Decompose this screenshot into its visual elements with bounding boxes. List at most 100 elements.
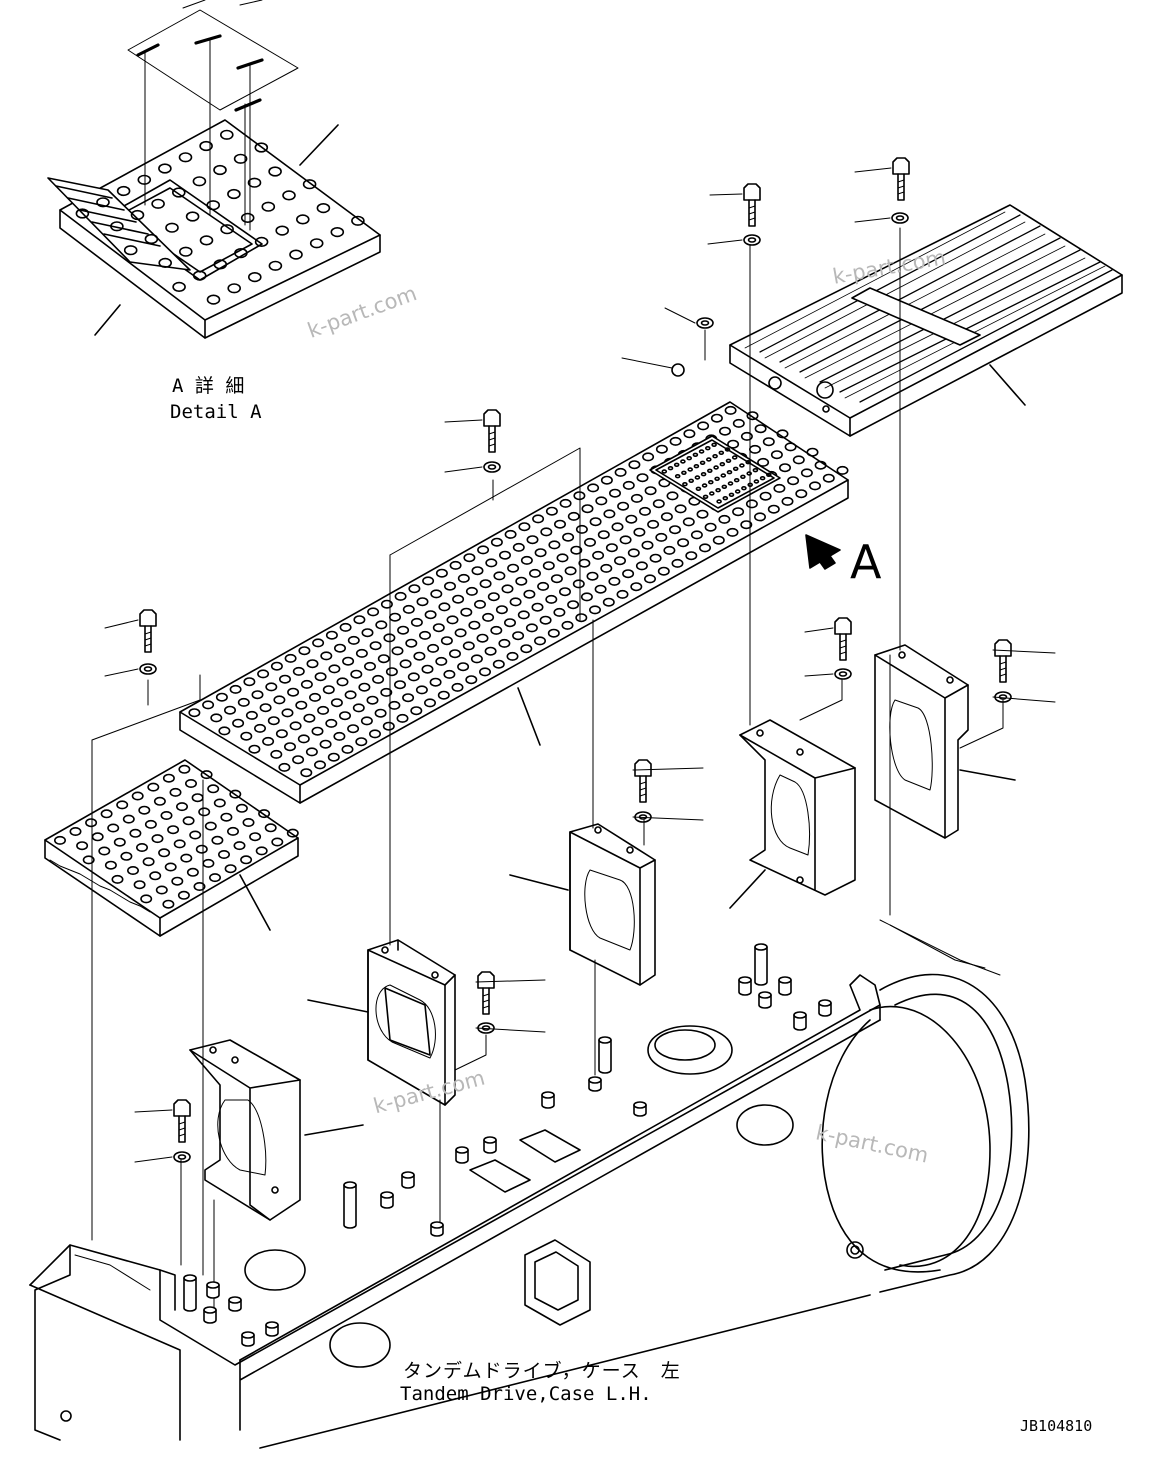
plate-hole <box>209 873 222 883</box>
plate-hole <box>188 708 201 718</box>
plate-hole <box>636 473 649 483</box>
bolt-icon <box>104 609 157 653</box>
plate-hole <box>172 281 186 293</box>
plate-hole <box>144 819 157 829</box>
plate-hole <box>330 698 343 708</box>
plate-hole <box>295 214 310 225</box>
plate-hole <box>232 718 245 728</box>
plate-hole <box>667 466 674 471</box>
plate-hole <box>773 483 786 493</box>
plate-hole <box>151 834 164 844</box>
plate-hole <box>270 661 283 671</box>
plate-hole <box>305 747 318 757</box>
plate-hole <box>734 489 741 494</box>
plate-hole <box>822 473 835 483</box>
plate-hole <box>671 558 684 568</box>
mounting-boss <box>343 1181 357 1229</box>
plate-hole <box>718 426 731 436</box>
plate-hole <box>580 592 593 602</box>
plate-hole <box>732 418 745 428</box>
plate-hole <box>435 656 448 666</box>
plate-hole <box>668 525 681 535</box>
plate-hole <box>213 259 228 270</box>
plate-hole <box>377 654 390 664</box>
plate-hole <box>647 519 660 529</box>
plate-hole <box>421 664 434 674</box>
mounting-boss <box>793 1011 807 1031</box>
plate-hole <box>707 480 714 485</box>
plate-hole <box>643 574 656 584</box>
plate-hole <box>677 538 690 548</box>
plate-hole <box>199 140 213 152</box>
mounting-boss <box>633 1101 647 1117</box>
plate-hole <box>402 693 415 703</box>
detail-plate-holes <box>75 129 365 305</box>
tandem-drive-case <box>29 919 1030 1449</box>
plate-hole <box>213 164 227 176</box>
plate-hole <box>372 674 385 684</box>
plate-hole <box>528 568 541 578</box>
plate-hole <box>347 635 360 645</box>
plate-hole <box>600 475 613 485</box>
plate-hole <box>762 437 775 447</box>
plate-hole <box>583 537 596 547</box>
plate-hole <box>360 716 373 726</box>
plate-hole <box>325 718 338 728</box>
plate-hole <box>806 447 819 457</box>
plate-hole <box>295 700 308 710</box>
plate-hole <box>655 444 668 454</box>
bolt-icon <box>475 971 546 1015</box>
plate-hole <box>567 600 580 610</box>
plate-hole <box>347 724 360 734</box>
plate-hole <box>767 504 780 514</box>
bolt-icon <box>709 183 761 227</box>
plate-hole <box>366 695 379 705</box>
mounting-boss <box>380 1191 394 1209</box>
plate-hole <box>732 466 739 471</box>
plate-hole <box>261 201 276 212</box>
plate-hole <box>316 203 331 214</box>
bracket-leader <box>729 869 766 909</box>
plate-hole <box>123 245 138 256</box>
plate-hole <box>218 849 231 859</box>
plate-hole <box>740 431 753 441</box>
plate-hole <box>229 789 242 799</box>
plate-hole <box>211 835 224 845</box>
plate-hole <box>162 899 175 909</box>
plate-hole <box>622 569 635 579</box>
plate-hole <box>158 257 172 269</box>
main-floor-plate <box>179 401 849 804</box>
plate-hole <box>133 880 146 890</box>
plate-hole <box>716 499 722 504</box>
plate-hole <box>202 700 215 710</box>
plate-hole <box>666 491 679 501</box>
plate-hole <box>693 464 700 469</box>
plate-hole <box>410 706 423 716</box>
plate-hole <box>611 522 624 532</box>
plate-hole <box>351 215 365 226</box>
plate-hole <box>144 233 159 245</box>
plate-hole <box>719 462 726 467</box>
mounting-boss <box>228 1296 242 1312</box>
plate-hole <box>724 405 737 415</box>
plate-hole <box>484 646 497 656</box>
mounting-boss <box>455 1146 469 1164</box>
plate-hole <box>613 556 626 566</box>
plate-hole <box>185 778 198 788</box>
plate-hole <box>534 548 547 558</box>
plate-hole <box>638 506 651 516</box>
plate-hole <box>498 550 511 560</box>
mounting-boss <box>241 1331 255 1347</box>
plate-hole <box>713 465 719 470</box>
plate-hole <box>268 166 282 177</box>
plate-hole <box>722 496 729 501</box>
plate-hole <box>215 692 228 702</box>
plate-hole <box>432 623 445 633</box>
plate-hole <box>739 463 745 468</box>
plate-hole <box>482 612 495 622</box>
mounting-boss <box>483 1136 497 1154</box>
plate-hole <box>96 197 110 208</box>
plate-hole <box>573 491 586 501</box>
plate-hole <box>759 476 766 481</box>
plate-hole <box>111 874 124 884</box>
